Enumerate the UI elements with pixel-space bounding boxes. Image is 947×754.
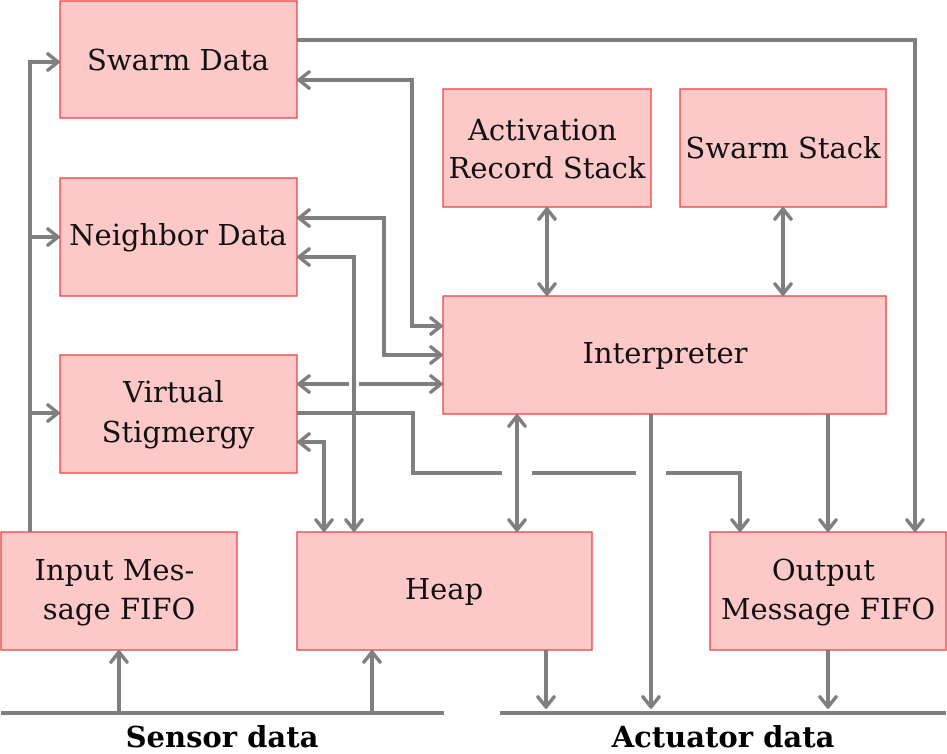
svg-text:Output Message FIFO: Output Message FIFO	[721, 553, 935, 626]
interpreter-virtual-stigmergy-wire	[297, 374, 443, 394]
svg-text:Interpreter: Interpreter	[582, 336, 747, 370]
activation-record-stack-label-line2: Record Stack	[449, 151, 646, 185]
sensor-data-label: Sensor data	[126, 720, 319, 754]
svg-text:Activation Record Stack: Activation Record Stack	[449, 113, 646, 185]
output-fifo-label-line2: Message FIFO	[721, 592, 935, 626]
output-message-fifo-block: Output Message FIFO	[709, 531, 947, 651]
neighbor-data-block: Neighbor Data	[59, 177, 298, 297]
svg-text:Input Mes- sage FIFO: Input Mes- sage FIFO	[34, 553, 203, 626]
swarm-stack-interpreter-wire	[773, 207, 793, 296]
virtual-stigmergy-label-line1: Virtual	[122, 375, 223, 409]
actuator-data-bus: Actuator data	[500, 711, 946, 754]
input-fifo-to-data-blocks-wire	[28, 52, 60, 532]
input-fifo-label-line1: Input Mes-	[34, 553, 194, 587]
activation-record-stack-label-line1: Activation	[467, 113, 617, 147]
interpreter-swarm-data-wire	[297, 70, 443, 336]
sensor-data-bus: Sensor data	[1, 711, 444, 754]
interpreter-neighbor-data-wire	[297, 208, 443, 365]
sensor-bus-to-heap-wire	[362, 650, 382, 712]
svg-text:Virtual Stigmergy: Virtual Stigmergy	[102, 375, 255, 449]
input-fifo-label-line2: sage FIFO	[43, 592, 196, 626]
heap-label: Heap	[405, 572, 483, 606]
input-message-fifo-block: Input Mes- sage FIFO	[0, 531, 238, 651]
svg-text:Swarm Stack: Swarm Stack	[685, 131, 881, 165]
interpreter-to-output-fifo-wire	[818, 414, 838, 532]
swarm-stack-block: Swarm Stack	[679, 88, 887, 208]
virtual-stigmergy-label-line2: Stigmergy	[102, 415, 255, 449]
interpreter-label: Interpreter	[582, 336, 747, 370]
swarm-stack-label: Swarm Stack	[685, 131, 881, 165]
interpreter-block: Interpreter	[442, 295, 887, 415]
output-fifo-label-line1: Output	[772, 553, 875, 587]
activation-stack-interpreter-wire	[537, 207, 557, 296]
sensor-bus-to-input-fifo-wire	[109, 650, 129, 712]
neighbor-data-heap-wire	[297, 247, 364, 532]
svg-text:Swarm Data: Swarm Data	[87, 43, 269, 77]
swarm-data-block: Swarm Data	[59, 0, 298, 119]
heap-to-actuator-bus-wire	[536, 650, 556, 709]
interpreter-heap-wire	[507, 414, 527, 532]
swarm-data-label: Swarm Data	[87, 43, 269, 77]
svg-text:Heap: Heap	[405, 572, 483, 606]
swarm-data-to-output-fifo-wire	[297, 38, 925, 532]
interpreter-to-actuator-bus-wire	[641, 414, 661, 709]
output-fifo-to-actuator-bus-wire	[818, 650, 838, 709]
neighbor-data-label: Neighbor Data	[69, 218, 287, 252]
activation-record-stack-block: Activation Record Stack	[442, 88, 652, 208]
virtual-stigmergy-block: Virtual Stigmergy	[59, 354, 298, 474]
virtual-stigmergy-to-output-fifo-wire	[297, 411, 750, 532]
svg-text:Neighbor Data: Neighbor Data	[69, 218, 287, 252]
virtual-stigmergy-heap-wire	[297, 432, 334, 532]
actuator-data-label: Actuator data	[611, 720, 835, 754]
heap-block: Heap	[296, 531, 593, 651]
